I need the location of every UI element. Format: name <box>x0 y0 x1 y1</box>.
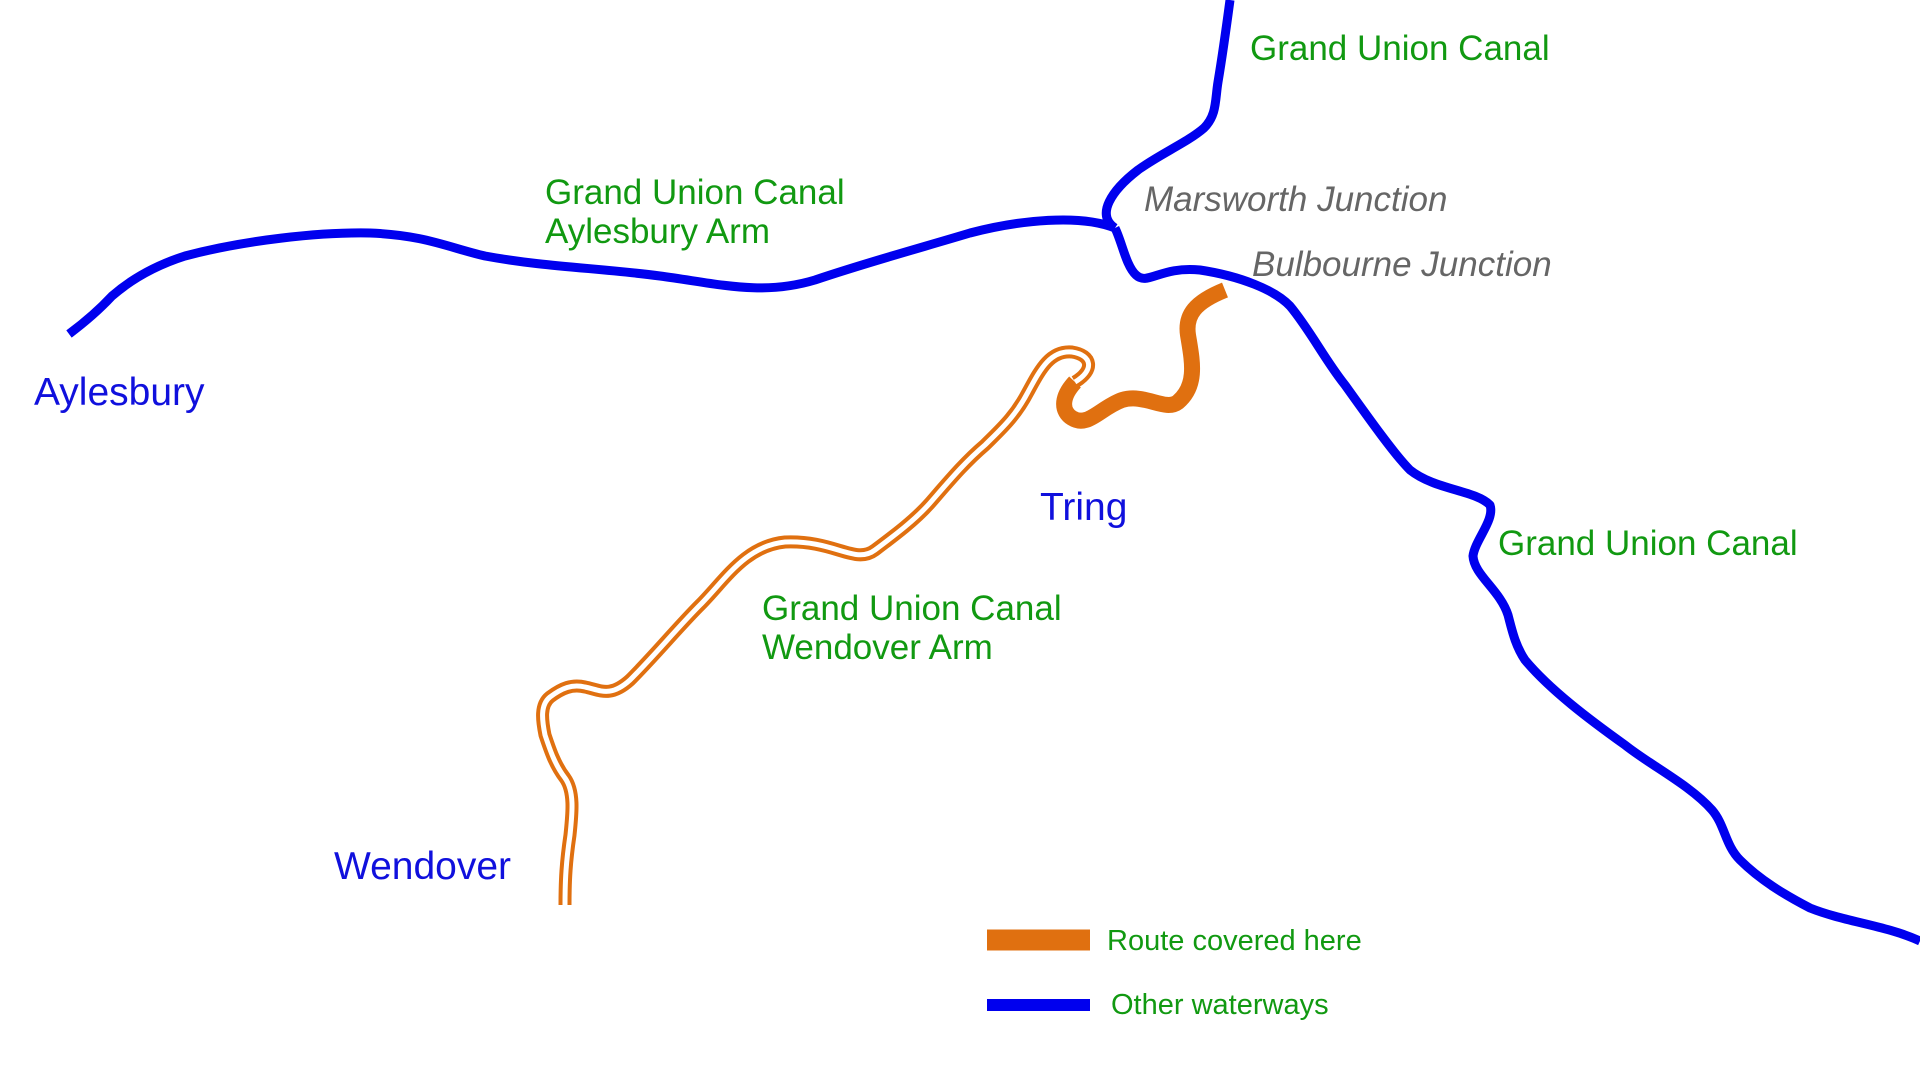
place-label-wendover: Wendover <box>334 845 511 888</box>
canal-label-wendover-arm-line1: Grand Union Canal <box>762 589 1062 628</box>
waterway-grand-union-south <box>1110 225 1920 946</box>
route-covered-wendover-arm <box>1056 282 1229 429</box>
wendover-arm-double-line <box>536 345 1095 906</box>
place-label-tring: Tring <box>1040 486 1127 529</box>
canal-label-north: Grand Union Canal <box>1250 29 1550 68</box>
place-label-aylesbury: Aylesbury <box>34 371 205 414</box>
waterway-aylesbury-arm <box>66 215 1117 338</box>
legend-label-route: Route covered here <box>1107 925 1362 957</box>
canal-label-wendover-arm-line2: Wendover Arm <box>762 628 993 667</box>
legend: Route covered here Other waterways <box>987 925 1362 1021</box>
junction-label-bulbourne: Bulbourne Junction <box>1252 245 1552 284</box>
canal-label-aylesbury-arm-line2: Aylesbury Arm <box>545 212 770 251</box>
junction-label-marsworth: Marsworth Junction <box>1144 180 1447 219</box>
canal-label-aylesbury-arm-line1: Grand Union Canal <box>545 173 845 212</box>
waterway-grand-union-north <box>1101 0 1235 232</box>
canal-label-south: Grand Union Canal <box>1498 524 1798 563</box>
legend-label-other: Other waterways <box>1111 989 1329 1021</box>
